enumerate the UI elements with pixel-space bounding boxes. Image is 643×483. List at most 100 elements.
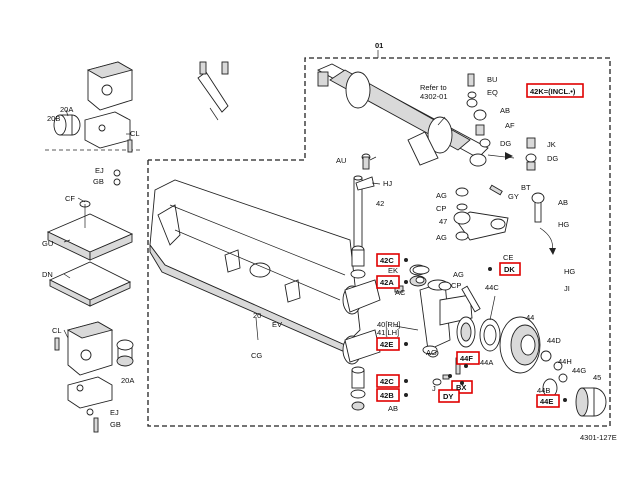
label-AG-4: AG	[426, 348, 437, 357]
callout-44E: 44E	[540, 397, 553, 406]
wheel-hub	[432, 316, 607, 417]
label-AB-bottom: AB	[388, 404, 398, 413]
label-GY: GY	[508, 192, 519, 201]
label-BT: BT	[521, 183, 531, 192]
label-EV: EV	[272, 320, 282, 329]
callout-box-DY	[438, 389, 460, 403]
label-BU: BU	[487, 75, 497, 84]
label-41-LH: 41[LH]	[377, 328, 399, 337]
label-GU: GU	[42, 239, 53, 248]
callout-box-44F	[456, 351, 480, 365]
label-44D: 44D	[547, 336, 561, 345]
label-45: 45	[593, 373, 601, 382]
callout-box-42E	[376, 337, 400, 351]
label-J: J	[432, 384, 436, 393]
callout-box-44E	[536, 394, 560, 408]
callout-DY: DY	[443, 392, 453, 401]
pad-DN	[48, 261, 132, 307]
label-EK: EK	[388, 266, 398, 275]
label-DG-right: DG	[547, 154, 558, 163]
label-DG-mid: DG	[500, 139, 511, 148]
label-EQ: EQ	[487, 88, 498, 97]
label-AG-3: AG	[453, 270, 464, 279]
incl-note-box	[526, 83, 584, 98]
bushing-20A-top	[53, 114, 81, 136]
label-JK: JK	[547, 140, 556, 149]
bolt-CL-top	[113, 139, 133, 186]
label-AG-2: AG	[436, 233, 447, 242]
label-44G: 44G	[572, 366, 586, 375]
label-AB-top: AB	[500, 106, 510, 115]
kingpin-42	[353, 153, 375, 249]
label-GB-top: GB	[93, 177, 104, 186]
assembly-boundary	[147, 50, 611, 427]
label-CL-top: CL	[130, 129, 140, 138]
steering-cylinder	[316, 63, 489, 167]
label-AU: AU	[336, 156, 346, 165]
callout-labels: 42C 42A 42E 42C 42B DK 44F BX DY 44E	[380, 256, 553, 406]
label-GB-bottom: GB	[110, 420, 121, 429]
label-42: 42	[376, 199, 384, 208]
label-HG-top: HG	[558, 220, 569, 229]
label-CP-1: CP	[436, 204, 446, 213]
part-labels: 01 Refer to 4302-01 42K=(INCL.•) 20A 20B…	[42, 41, 601, 429]
label-EJ-top: EJ	[95, 166, 104, 175]
axle-beam	[149, 179, 381, 365]
refer-to-line1: Refer to	[420, 83, 447, 92]
callout-42A: 42A	[380, 278, 394, 287]
callout-42C-top: 42C	[380, 256, 394, 265]
label-AG-1: AG	[436, 191, 447, 200]
clamp-block-top	[84, 61, 134, 149]
callout-box-42C-bottom	[376, 374, 400, 388]
leader-lines	[63, 109, 556, 341]
steer-bracket	[197, 61, 229, 121]
pad-CF-GU	[46, 200, 134, 261]
label-CL-bottom: CL	[52, 326, 62, 335]
bushing-stack-lower	[350, 245, 438, 411]
callout-42E: 42E	[380, 340, 393, 349]
label-44C: 44C	[485, 283, 499, 292]
fittings-top-right	[466, 73, 537, 171]
label-20A-bottom: 20A	[121, 376, 134, 385]
assembly-ref-label: 01	[375, 41, 383, 50]
label-CF: CF	[65, 194, 75, 203]
label-CE: CE	[503, 253, 513, 262]
label-44B: 44B	[537, 386, 550, 395]
clamp-block-bottom	[54, 321, 114, 409]
refer-to-line2: 4302-01	[420, 92, 448, 101]
bolt-EJ-bottom	[86, 408, 99, 433]
label-47: 47	[439, 217, 447, 226]
callout-box-42A	[376, 275, 400, 289]
label-AC-left: AC	[395, 288, 406, 297]
label-AF: AF	[505, 121, 515, 130]
label-44: 44	[526, 313, 534, 322]
callout-box-42C-top	[376, 253, 400, 267]
label-EJ-bottom: EJ	[110, 408, 119, 417]
bushing-20A-bottom	[116, 339, 134, 367]
callout-42B: 42B	[380, 391, 394, 400]
label-HG-bottom: HG	[564, 267, 575, 276]
label-DN: DN	[42, 270, 53, 279]
label-JI: JI	[564, 284, 570, 293]
label-HJ: HJ	[383, 179, 392, 188]
callout-DK: DK	[504, 265, 515, 274]
label-20B: 20B	[47, 114, 60, 123]
tie-rod	[453, 184, 545, 241]
label-40-RH: 40[RH]	[377, 320, 400, 329]
label-20: 20	[253, 311, 261, 320]
diagram-id: 4301-127E	[580, 433, 617, 442]
label-44A: 44A	[480, 358, 493, 367]
label-AB-right: AB	[558, 198, 568, 207]
label-20A-top: 20A	[60, 105, 73, 114]
label-44H: 44H	[558, 357, 572, 366]
callout-44F: 44F	[460, 354, 473, 363]
label-CP-2: CP	[451, 281, 461, 290]
label-CG: CG	[251, 351, 262, 360]
callout-box-42B	[376, 388, 400, 402]
callout-42C-bottom: 42C	[380, 377, 394, 386]
incl-note: 42K=(INCL.•)	[530, 87, 576, 96]
callout-box-DK	[499, 262, 521, 276]
callout-boxes	[376, 83, 584, 408]
